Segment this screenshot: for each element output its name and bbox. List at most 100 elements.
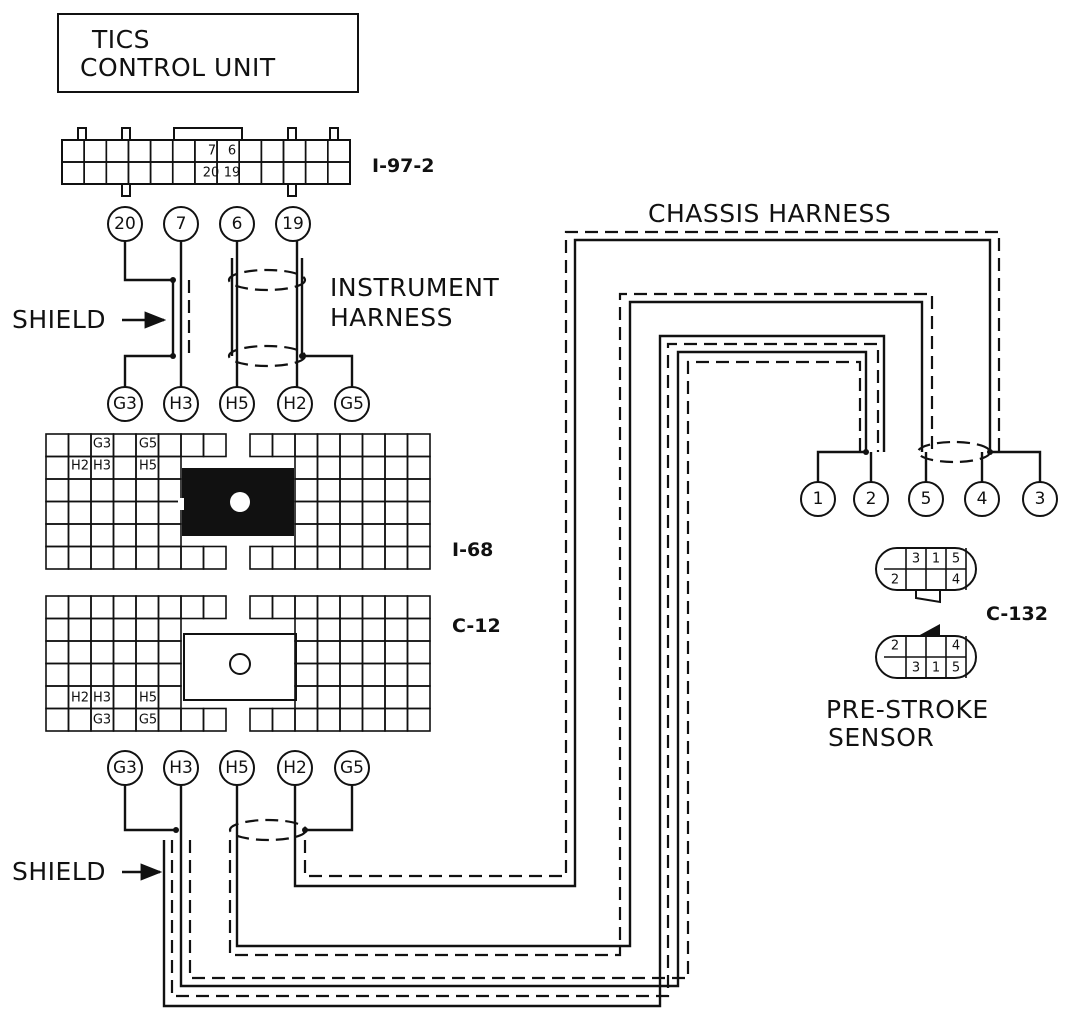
connector-cavity xyxy=(45,640,70,665)
connector-cavity xyxy=(294,500,319,525)
ecu-pin-7-label: 7 xyxy=(176,214,187,234)
connector-cavity xyxy=(112,640,137,665)
connector-cavity xyxy=(67,478,92,503)
ecu-cell-20: 20 xyxy=(203,166,220,181)
connector-cavity xyxy=(406,685,431,710)
connector-cavity xyxy=(135,595,160,620)
connector-c12: H2 H3 H5 G3 G5 C-12 xyxy=(45,595,501,732)
connector-cavity xyxy=(406,707,431,732)
instrument-harness-wires xyxy=(123,241,354,387)
connector-cavity xyxy=(83,161,108,185)
connector-cavity xyxy=(90,545,115,570)
connector-cavity xyxy=(90,662,115,687)
connector-cavity xyxy=(149,161,174,185)
i68-pin-h2: H2 xyxy=(283,394,307,414)
connector-cavity xyxy=(406,545,431,570)
c12-pin-g5: G5 xyxy=(340,758,364,778)
connector-cavity xyxy=(90,640,115,665)
connector-cavity xyxy=(361,662,386,687)
connector-cavity xyxy=(304,161,329,185)
c132-top-cell-4: 4 xyxy=(952,573,960,588)
connector-cavity xyxy=(361,523,386,548)
connector-cavity xyxy=(271,707,296,732)
connector-cavity xyxy=(171,161,196,185)
connector-cavity xyxy=(294,595,319,620)
connector-cavity xyxy=(157,617,182,642)
connector-cavity xyxy=(45,433,70,458)
connector-c132-bottom: 2 4 3 1 5 xyxy=(875,624,977,679)
sensor-pin-2: 2 xyxy=(866,489,877,509)
connector-cavity xyxy=(112,617,137,642)
sensor-pin-5: 5 xyxy=(921,489,932,509)
connector-cavity xyxy=(135,545,160,570)
connector-cavity xyxy=(316,433,341,458)
connector-cavity xyxy=(180,595,205,620)
connector-cavity xyxy=(294,707,319,732)
connector-cavity xyxy=(339,523,364,548)
i68-pin-g5: G5 xyxy=(340,394,364,414)
connector-cavity xyxy=(112,500,137,525)
i68-cell-g5: G5 xyxy=(139,437,157,452)
connector-cavity xyxy=(90,500,115,525)
connector-cavity xyxy=(294,662,319,687)
connector-cavity xyxy=(339,455,364,480)
sensor-pins: 1 2 5 4 3 xyxy=(800,481,1058,517)
control-unit-title-line2: CONTROL UNIT xyxy=(80,53,276,82)
sensor-label-line2: SENSOR xyxy=(828,723,934,752)
connector-cavity xyxy=(157,685,182,710)
connector-cavity xyxy=(339,545,364,570)
connector-cavity xyxy=(406,455,431,480)
c12-cell-h5: H5 xyxy=(139,691,157,706)
connector-cavity xyxy=(294,433,319,458)
connector-cavity xyxy=(316,640,341,665)
connector-cavity xyxy=(249,595,274,620)
c132-bot-cell-5: 5 xyxy=(952,661,960,676)
connector-cavity xyxy=(384,455,409,480)
connector-cavity xyxy=(157,595,182,620)
i68-pins: G3 H3 H5 H2 G5 xyxy=(107,386,370,422)
connector-cavity xyxy=(45,595,70,620)
connector-cavity xyxy=(316,685,341,710)
connector-cavity xyxy=(249,707,274,732)
connector-cavity xyxy=(149,139,174,163)
connector-cavity xyxy=(135,640,160,665)
connector-cavity xyxy=(45,545,70,570)
connector-cavity xyxy=(90,617,115,642)
connector-i68: G3 G5 H2 H3 H5 I-68 xyxy=(45,433,493,570)
connector-cavity xyxy=(304,139,329,163)
ecu-pin-20-label: 20 xyxy=(114,214,136,234)
connector-cavity xyxy=(157,545,182,570)
connector-cavity xyxy=(67,640,92,665)
connector-cavity xyxy=(202,545,227,570)
chassis-harness-wires xyxy=(123,230,1042,1008)
connector-cavity xyxy=(339,617,364,642)
i68-cell-h3: H3 xyxy=(93,459,111,474)
connector-cavity xyxy=(406,662,431,687)
c12-cell-h3: H3 xyxy=(93,691,111,706)
connector-cavity xyxy=(67,617,92,642)
connector-id-i68: I-68 xyxy=(452,539,493,561)
connector-cavity xyxy=(361,478,386,503)
connector-cavity xyxy=(361,707,386,732)
connector-cavity xyxy=(112,685,137,710)
i68-pin-h3: H3 xyxy=(169,394,193,414)
c132-bot-cell-3: 3 xyxy=(912,661,920,676)
connector-cavity xyxy=(406,617,431,642)
connector-cavity xyxy=(339,662,364,687)
connector-cavity xyxy=(384,662,409,687)
connector-cavity xyxy=(294,545,319,570)
connector-cavity xyxy=(384,640,409,665)
connector-cavity xyxy=(271,595,296,620)
connector-cavity xyxy=(249,433,274,458)
connector-cavity xyxy=(339,707,364,732)
connector-cavity xyxy=(361,617,386,642)
c12-cell-g3: G3 xyxy=(93,713,111,728)
connector-i97-2: 7 6 20 19 I-97-2 xyxy=(61,127,435,197)
connector-cavity xyxy=(339,640,364,665)
i68-cell-h2: H2 xyxy=(71,459,89,474)
connector-cavity xyxy=(384,685,409,710)
connector-cavity xyxy=(326,139,351,163)
connector-cavity xyxy=(112,523,137,548)
shield-top-callout: SHIELD xyxy=(12,305,167,334)
